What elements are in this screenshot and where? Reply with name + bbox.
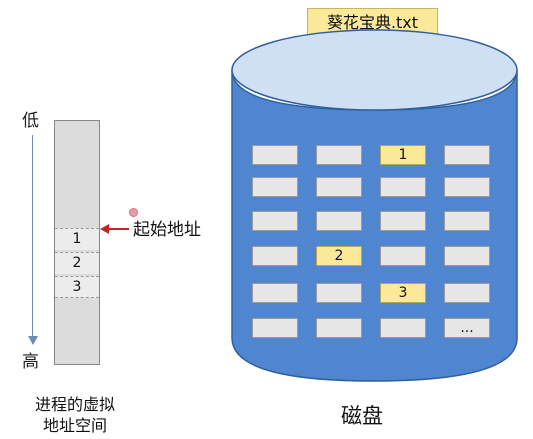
address-axis-line [32,135,33,340]
disk-block-r4-c2: 2 [316,246,362,266]
disk-block-r6-c1 [252,318,298,338]
disk-block-r2-c3 [380,177,426,197]
disk-block-r4-c1 [252,246,298,266]
disk-block-r1-c4 [444,145,490,165]
disk-block-r6-c2 [316,318,362,338]
disk-block-r3-c4 [444,211,490,231]
caption-line-1: 进程的虚拟 [34,395,115,414]
disk-block-r6-c3 [380,318,426,338]
disk-block-r1-c1 [252,145,298,165]
disk-block-r3-c3 [380,211,426,231]
disk-block-r4-c4 [444,246,490,266]
disk-block-r6-c4: ... [444,318,490,338]
high-address-label: 高 [22,352,39,372]
disk-block-r2-c2 [316,177,362,197]
caption-line-2: 地址空间 [42,416,107,435]
memory-segment-1: 1 [55,228,99,250]
cursor-pointer-dot [129,208,138,217]
low-address-label: 低 [22,111,39,131]
disk-block-r3-c1 [252,211,298,231]
disk-block-r5-c1 [252,283,298,303]
disk-block-r2-c4 [444,177,490,197]
disk-top [231,29,518,111]
disk-block-r4-c3 [380,246,426,266]
memory-segment-3: 3 [55,276,99,298]
disk-block-r3-c2 [316,211,362,231]
memory-segment-2: 2 [55,252,99,274]
disk-block-r1-c3: 1 [380,145,426,165]
disk-block-r2-c1 [252,177,298,197]
address-axis-arrow [28,336,38,345]
start-address-arrow [107,228,129,230]
disk-block-r5-c2 [316,283,362,303]
disk-block-r1-c2 [316,145,362,165]
disk-block-r5-c3: 3 [380,283,426,303]
disk-label: 磁盘 [341,404,383,428]
start-address-label: 起始地址 [133,220,201,240]
process-address-space-caption: 进程的虚拟 地址空间 [10,394,140,436]
start-address-arrow-head [100,224,109,234]
disk-block-r5-c4 [444,283,490,303]
